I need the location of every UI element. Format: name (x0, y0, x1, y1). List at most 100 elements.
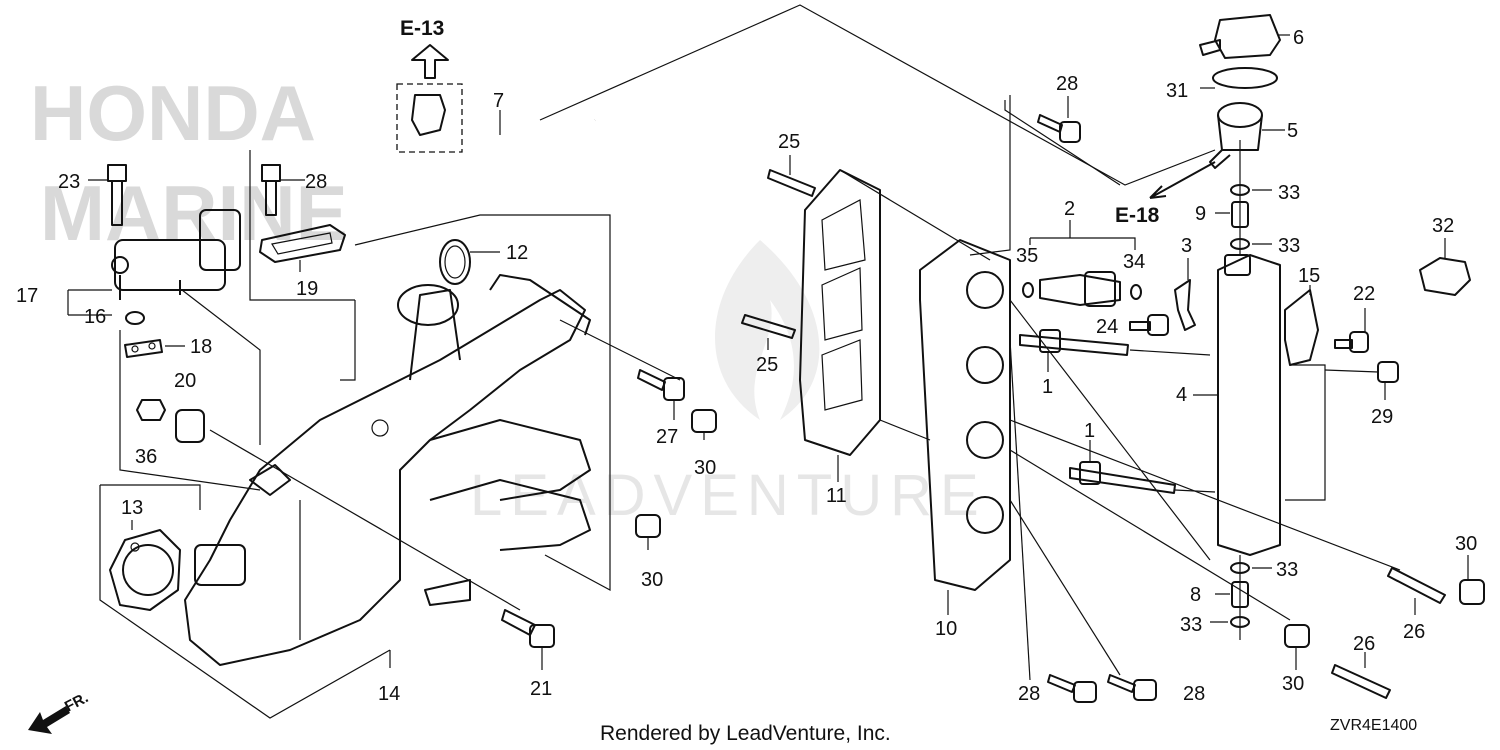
oring-part-33-d (1230, 616, 1250, 628)
callout-23: 23 (58, 171, 80, 193)
clip-part-3 (1174, 279, 1196, 331)
ref-e13-label: E-13 (400, 17, 444, 40)
brand-watermark: HONDA MARINE LEADVENTURE (30, 69, 987, 528)
oring-part-34 (1130, 284, 1142, 300)
callout-33-a: 33 (1278, 182, 1300, 204)
nut-part-30-d (1284, 624, 1310, 670)
callout-20: 20 (174, 370, 196, 392)
callout-25-b: 25 (756, 354, 778, 376)
cap-part-6 (1199, 14, 1290, 59)
nut-part-30-b (635, 514, 661, 550)
callout-16: 16 (84, 306, 106, 328)
callout-labels: 1 1 2 3 4 5 6 7 8 9 10 11 12 13 14 15 16… (16, 27, 1477, 705)
clamp-part-32 (1419, 238, 1471, 296)
callout-24: 24 (1096, 316, 1118, 338)
stud-part-26-a (1387, 567, 1446, 615)
iac-valve-part-17 (67, 209, 241, 316)
callout-33-d: 33 (1180, 614, 1202, 636)
bolt-part-22 (1334, 308, 1369, 353)
leadventure-watermark: LEADVENTURE (470, 463, 987, 528)
small-parts-16-18-20-36 (124, 311, 205, 443)
callout-6: 6 (1293, 27, 1304, 49)
nut-part-30-a (691, 409, 717, 440)
bolt-part-28-bottom-a (1047, 674, 1097, 703)
callout-21: 21 (530, 678, 552, 700)
diagram-code: ZVR4E1400 (1330, 717, 1417, 734)
gasket-part-11 (799, 169, 991, 482)
manifold-outline-lines (99, 214, 681, 719)
callout-30-a: 30 (694, 457, 716, 479)
long-leader-lines (539, 4, 1216, 256)
callout-33-c: 33 (1276, 559, 1298, 581)
callout-13: 13 (121, 497, 143, 519)
bolt-part-24 (1129, 314, 1169, 336)
brand-watermark-line2: MARINE (40, 169, 348, 257)
callout-27: 27 (656, 426, 678, 448)
callout-22: 22 (1353, 283, 1375, 305)
bracket-part-15 (1284, 285, 1319, 366)
callout-10: 10 (935, 618, 957, 640)
callout-5: 5 (1287, 120, 1298, 142)
callout-28-a: 28 (305, 171, 327, 193)
clip-icon (411, 94, 446, 136)
callout-28-c: 28 (1018, 683, 1040, 705)
callout-30-c: 30 (1455, 533, 1477, 555)
callout-26-a: 26 (1403, 621, 1425, 643)
callout-12: 12 (506, 242, 528, 264)
oring-part-35 (1022, 282, 1034, 298)
bolt-part-27 (637, 369, 685, 420)
fuel-rail-part-4 (1193, 140, 1281, 640)
oring-part-33-b (1230, 238, 1250, 250)
ref-e18-label: E-18 (1115, 204, 1160, 227)
brand-watermark-line1: HONDA (30, 69, 316, 157)
bolt-part-28-top-right (1037, 96, 1081, 143)
callout-35: 35 (1016, 245, 1038, 267)
callout-29: 29 (1371, 406, 1393, 428)
footer-credit: Rendered by LeadVenture, Inc. (600, 722, 891, 745)
callout-28-b: 28 (1056, 73, 1078, 95)
hose-part-7 (378, 110, 596, 240)
callout-30-b: 30 (641, 569, 663, 591)
callout-33-b: 33 (1278, 235, 1300, 257)
callout-34: 34 (1123, 251, 1145, 273)
up-arrow-icon (411, 44, 449, 79)
callout-18: 18 (190, 336, 212, 358)
bolt-part-23 (88, 164, 127, 226)
callout-3: 3 (1181, 235, 1192, 257)
injector-part-2 (1029, 220, 1136, 307)
callout-14: 14 (378, 683, 400, 705)
bolt-part-28-bottom-b (1107, 674, 1157, 701)
oring-part-12 (439, 239, 500, 285)
intake-manifold-part-10 (919, 239, 1011, 615)
seal-part-9 (1231, 201, 1249, 228)
callout-25-a: 25 (778, 131, 800, 153)
ref-e18-group: E-18 (1115, 161, 1216, 227)
intake-manifold-part-14 (184, 274, 591, 668)
callout-2: 2 (1064, 198, 1075, 220)
callout-30-d: 30 (1282, 673, 1304, 695)
callout-19: 19 (296, 278, 318, 300)
callout-11: 11 (826, 485, 847, 507)
nut-part-30-c (1459, 555, 1485, 605)
stud-part-25-a (767, 155, 816, 197)
bolt-part-28-top (261, 164, 305, 216)
ref-e13-group: E-13 (396, 17, 463, 153)
callout-31: 31 (1166, 80, 1188, 102)
callout-15: 15 (1298, 265, 1320, 287)
gasket-part-13 (109, 520, 181, 611)
stud-part-26-b (1331, 652, 1391, 699)
callout-9: 9 (1195, 203, 1206, 225)
callout-4: 4 (1176, 384, 1187, 406)
callout-1-a: 1 (1042, 376, 1053, 398)
regulator-part-5 (1209, 102, 1285, 169)
stud-part-1-b (1069, 440, 1216, 494)
oring-part-33-c (1230, 562, 1250, 574)
callout-8: 8 (1190, 584, 1201, 606)
callout-32: 32 (1432, 215, 1454, 237)
callout-26-b: 26 (1353, 633, 1375, 655)
arrow-to-e18-icon (1149, 161, 1216, 199)
gasket-part-19 (259, 224, 346, 272)
oring-part-33-a (1230, 184, 1250, 196)
